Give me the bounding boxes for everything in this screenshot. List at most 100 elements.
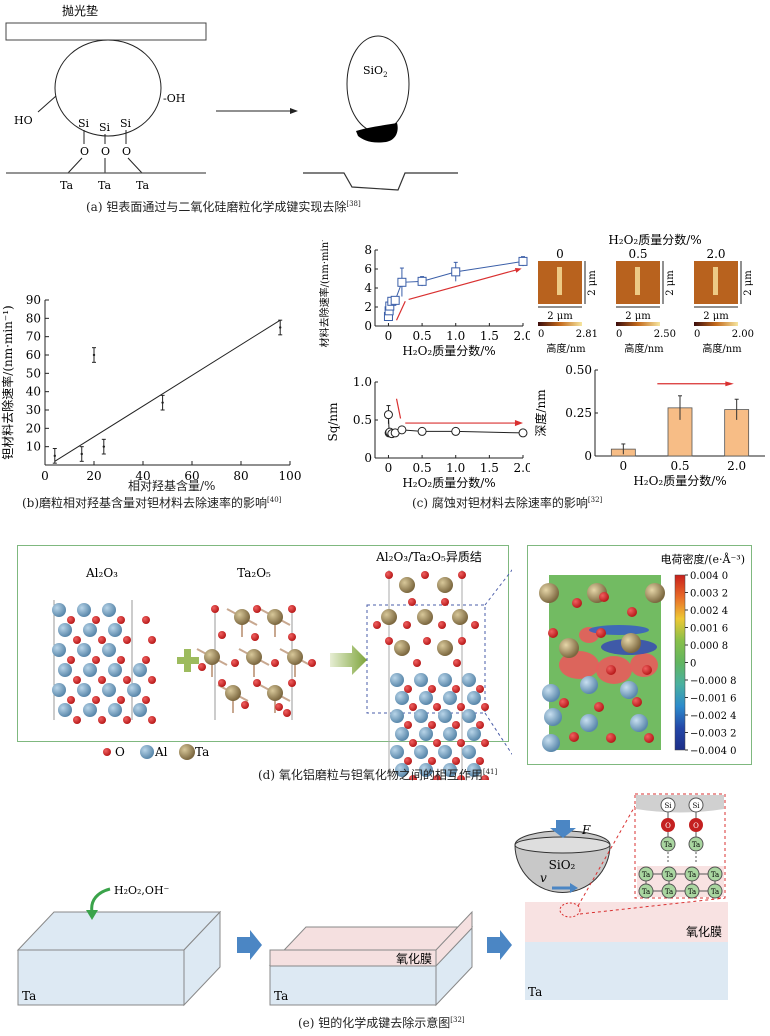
point-marker — [390, 295, 400, 305]
height-label: 高度/nm — [546, 342, 586, 355]
arrow-head-icon — [725, 381, 734, 387]
colorbar-title: 电荷密度/(e·Å⁻³) — [661, 552, 745, 566]
force-label: F — [581, 823, 591, 837]
scale-label: 2 μm — [665, 270, 676, 296]
height-label: 高度/nm — [702, 342, 742, 355]
y-tick-label: 60 — [26, 348, 41, 362]
o-atom — [283, 709, 291, 717]
o-atom — [142, 696, 150, 704]
x-tick-label: 0 — [385, 461, 393, 475]
o-atom — [559, 698, 569, 708]
colorbar-tick-label: 0.001 6 — [690, 624, 728, 635]
legend-label: Al — [154, 745, 168, 759]
al-atom — [52, 643, 66, 657]
o-atom — [373, 621, 381, 629]
x-tick-label: 2.0 — [727, 459, 746, 473]
caption-panel-e: (e) 钽的化学成键去除示意图[32] — [298, 1016, 465, 1030]
o-atom — [142, 616, 150, 624]
arrow-head-icon — [290, 108, 298, 114]
al-atom — [58, 623, 72, 637]
arrow-right-icon — [330, 645, 367, 675]
colorbar-tick-label: 0.002 4 — [690, 606, 728, 617]
o-atom — [123, 676, 131, 684]
o-atom — [103, 748, 111, 756]
al-atom — [52, 683, 66, 697]
al-atom — [77, 643, 91, 657]
ta-label: Ta — [664, 841, 672, 849]
al-atom — [108, 663, 122, 677]
arrow-right-icon — [487, 930, 512, 960]
data-point — [417, 426, 427, 436]
x-tick-label: 0.5 — [413, 461, 432, 475]
velocity-label: v — [540, 871, 547, 885]
y-tick-label: 80 — [26, 311, 41, 325]
y-tick-label: 0.5 — [353, 413, 372, 427]
colorbar-min: 0 — [538, 329, 544, 340]
al-atom — [127, 683, 141, 697]
ho-bond — [37, 95, 57, 113]
x-tick-label: 40 — [135, 469, 150, 483]
ta-label: Ta — [665, 888, 673, 896]
o-atom — [148, 676, 156, 684]
al-atom — [133, 663, 147, 677]
o-atom — [385, 637, 393, 645]
o-atom — [218, 679, 226, 687]
colorbar-max: 2.00 — [732, 329, 754, 340]
data-point — [417, 276, 427, 287]
point-marker — [279, 326, 282, 329]
data-point — [518, 428, 528, 438]
o-atom — [211, 605, 219, 613]
colorbar-tick-label: 0 — [690, 659, 696, 670]
data-point — [383, 405, 393, 424]
x-tick-label: 0 — [41, 469, 49, 483]
reaction-arrow — [90, 887, 111, 913]
o-atom — [73, 716, 81, 724]
colorbar-tick-label: −0.000 8 — [690, 676, 737, 687]
ho-label: HO — [14, 114, 33, 127]
point-marker — [417, 426, 427, 436]
al-atom — [443, 727, 457, 741]
al-atom — [58, 663, 72, 677]
o-atom — [661, 818, 675, 832]
o-atom — [275, 703, 283, 711]
o-atom — [458, 637, 466, 645]
point-marker — [397, 277, 407, 287]
point-marker — [92, 353, 96, 357]
polishing-pad — [5, 22, 207, 41]
ta-label: Ta — [98, 179, 111, 192]
y-axis-label: Sq/nm — [326, 402, 340, 442]
si-label: Si — [78, 117, 90, 130]
colorbar-tick-label: −0.004 0 — [690, 746, 737, 757]
o-atom — [476, 685, 484, 693]
ta-atom — [267, 685, 283, 701]
fit-line — [54, 319, 281, 462]
al-atom — [438, 709, 452, 723]
colorbar-tick-label: 0.003 2 — [690, 589, 728, 600]
al2o3-label: Al₂O₃ — [85, 566, 118, 580]
ta-atom — [394, 640, 410, 656]
panel-a-diagram: 抛光垫 HO -OH Si Si Si O O O Ta Ta Ta SiO2 — [5, 3, 458, 192]
ta-atom — [437, 640, 453, 656]
scale-label: 2 μm — [587, 270, 598, 296]
o-atom — [428, 757, 436, 765]
contact-zone — [559, 902, 581, 918]
al-atom — [544, 708, 562, 726]
scale-label: 2 μm — [547, 311, 573, 322]
al-atom — [443, 691, 457, 705]
ta-atom — [204, 649, 220, 665]
data-point — [451, 426, 461, 436]
al-atom — [580, 714, 598, 732]
al-atom — [52, 603, 66, 617]
si-label: Si — [120, 117, 132, 130]
o-atom — [409, 703, 417, 711]
x-axis-label: H₂O₂质量分数/% — [402, 343, 495, 358]
colorbar-min: 0 — [616, 329, 622, 340]
height-label: 高度/nm — [624, 342, 664, 355]
al-atom — [580, 676, 598, 694]
scratch-feature — [713, 267, 718, 295]
colorbar-tick-label: −0.001 6 — [690, 694, 737, 705]
o-atom — [403, 621, 411, 629]
